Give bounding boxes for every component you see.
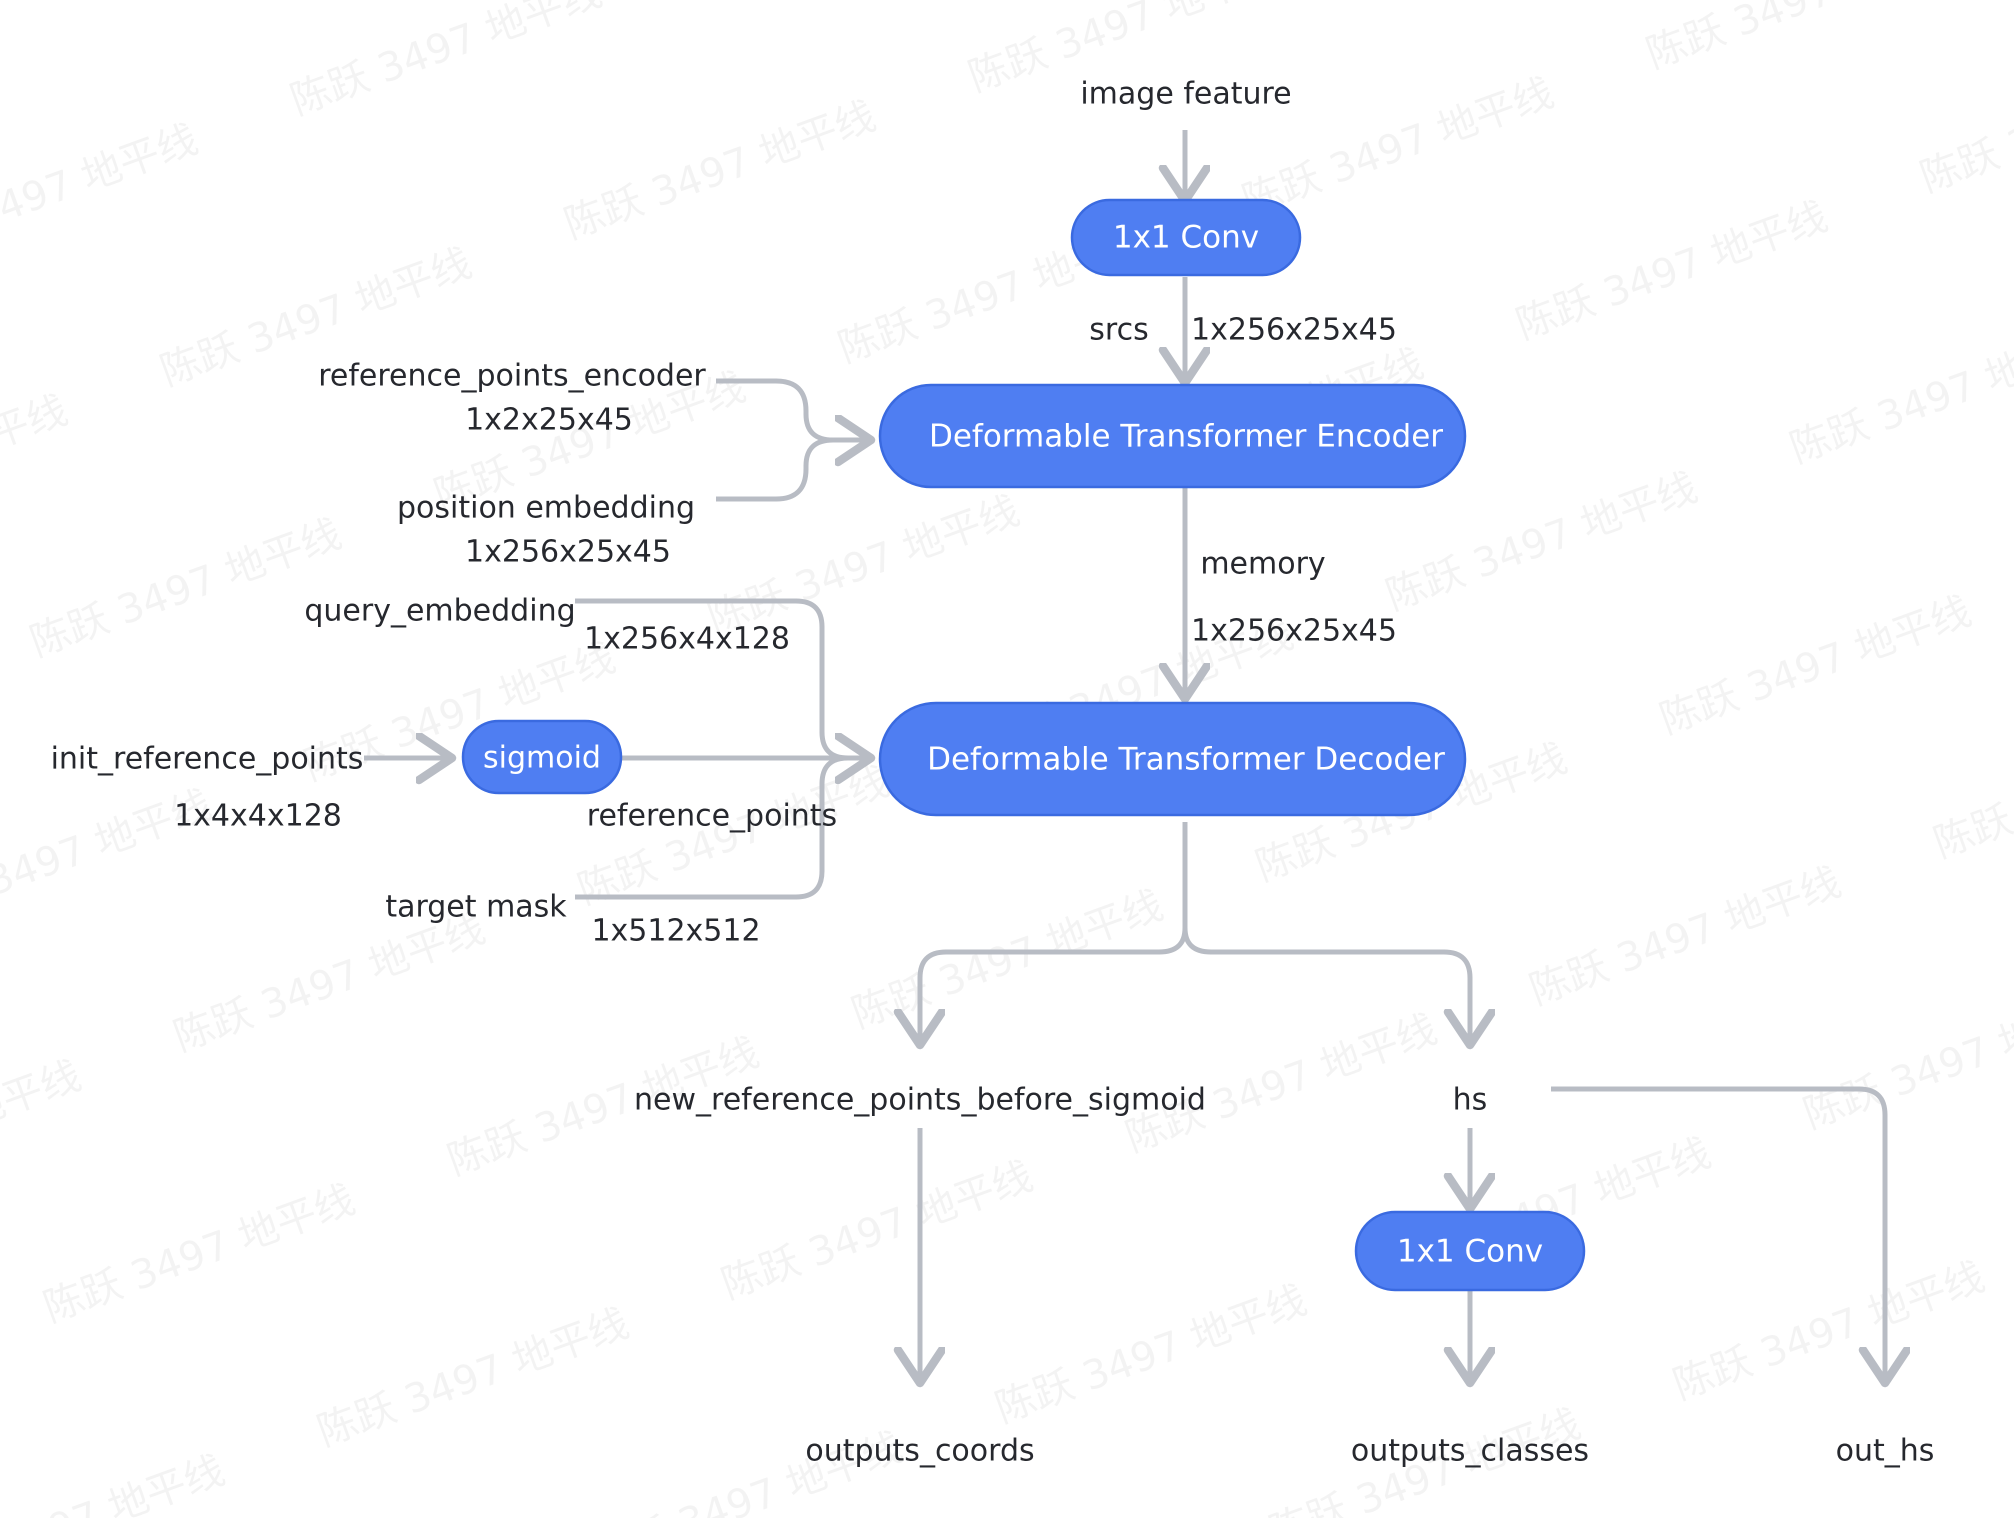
node-encoder-label: Deformable Transformer Encoder bbox=[929, 419, 1443, 455]
watermark-text: 陈跃 3497 地平线 bbox=[1914, 47, 2014, 202]
label-reference-points-encoder: reference_points_encoder bbox=[318, 359, 706, 394]
edge-queryembedding-to-decoder bbox=[575, 598, 866, 758]
edge-fork-right bbox=[1182, 927, 1470, 1040]
label-init-reference-points-shape: 1x4x4x128 bbox=[174, 799, 342, 834]
watermark-text: 陈跃 3497 地平线 bbox=[572, 759, 895, 914]
watermark-text: 陈跃 3497 地平线 bbox=[11, 0, 334, 1]
node-conv-top-label: 1x1 Conv bbox=[1113, 220, 1259, 256]
watermark-text: 陈跃 3497 地平线 bbox=[311, 1300, 634, 1455]
watermark-text: 陈跃 3497 地平线 bbox=[702, 488, 1025, 643]
watermark-text: 陈跃 3497 地平线 bbox=[1928, 712, 2014, 867]
watermark-text: 陈跃 3497 地平线 bbox=[1798, 983, 2014, 1138]
watermark-text: 陈跃 3497 地平线 bbox=[0, 116, 204, 271]
node-sigmoid-label: sigmoid bbox=[483, 741, 601, 776]
watermark-text: 陈跃 3497 地平线 bbox=[0, 1447, 231, 1518]
watermark-text: 陈跃 3497 地平线 bbox=[1640, 0, 1963, 78]
label-outputs-coords: outputs_coords bbox=[805, 1434, 1034, 1469]
label-query-embedding-shape: 1x256x4x128 bbox=[584, 622, 790, 657]
node-conv-bottom[interactable]: 1x1 Conv bbox=[1354, 1210, 1586, 1292]
label-reference-points-encoder-shape: 1x2x25x45 bbox=[465, 403, 633, 438]
edge-hs-to-ouths bbox=[1551, 1086, 1885, 1378]
label-memory: memory bbox=[1200, 547, 1325, 582]
label-query-embedding: query_embedding bbox=[304, 594, 575, 629]
watermark-text: 陈跃 3497 地平线 bbox=[716, 1153, 1039, 1308]
label-hs: hs bbox=[1453, 1083, 1488, 1118]
watermark-text: 陈跃 3497 地平线 bbox=[1524, 859, 1847, 1014]
label-out-hs: out_hs bbox=[1836, 1434, 1935, 1469]
label-target-mask-shape: 1x512x512 bbox=[591, 914, 760, 949]
watermark-text: 陈跃 3497 地平线 bbox=[168, 906, 491, 1061]
watermark-text: 陈跃 3497 地平线 bbox=[285, 0, 608, 124]
node-sigmoid[interactable]: sigmoid bbox=[461, 719, 623, 795]
node-decoder-label: Deformable Transformer Decoder bbox=[927, 742, 1445, 778]
label-position-embedding-shape: 1x256x25x45 bbox=[465, 535, 671, 570]
watermark-text: 陈跃 3497 地平线 bbox=[558, 93, 881, 248]
label-target-mask: target mask bbox=[385, 890, 567, 925]
watermark-text: 陈跃 3497 地平线 bbox=[0, 387, 74, 542]
watermark-text: 陈跃 3497 地平线 bbox=[1380, 464, 1703, 619]
watermark-text: 陈跃 3497 地平线 bbox=[1510, 194, 1833, 349]
label-image-feature: image feature bbox=[1080, 77, 1291, 112]
watermark-text: 陈跃 3497 地平线 bbox=[24, 511, 347, 666]
watermark-text: 陈跃 3497 地平线 bbox=[38, 1177, 361, 1332]
watermark-text: 陈跃 3497 地平线 bbox=[1654, 588, 1977, 743]
label-memory-shape: 1x256x25x45 bbox=[1191, 614, 1397, 649]
watermark-text: 陈跃 3497 地平线 bbox=[1784, 317, 2014, 472]
label-reference-points: reference_points bbox=[587, 799, 837, 834]
watermark-text: 陈跃 3497 地平线 bbox=[846, 882, 1169, 1037]
label-srcs: srcs bbox=[1089, 313, 1148, 348]
label-new-reference-points-before-sigmoid: new_reference_points_before_sigmoid bbox=[634, 1083, 1206, 1118]
watermark-text: 陈跃 3497 地平线 bbox=[0, 1053, 87, 1208]
edge-posembedding-to-encoder bbox=[716, 440, 866, 502]
label-position-embedding: position embedding bbox=[397, 491, 695, 526]
edges bbox=[364, 130, 1885, 1378]
watermark-text: 陈跃 3497 地平线 bbox=[989, 1277, 1312, 1432]
labels: image feature reference_points_encoder 1… bbox=[51, 77, 1935, 1469]
edge-fork-left bbox=[920, 927, 1188, 1040]
node-decoder[interactable]: Deformable Transformer Decoder bbox=[878, 701, 1467, 817]
node-conv-top[interactable]: 1x1 Conv bbox=[1070, 198, 1302, 277]
node-conv-bottom-label: 1x1 Conv bbox=[1397, 1234, 1543, 1270]
node-encoder[interactable]: Deformable Transformer Encoder bbox=[878, 383, 1467, 489]
watermark-text: 陈跃 3497 地平线 bbox=[1667, 1254, 1990, 1409]
edge-refpointsencoder-to-encoder bbox=[716, 378, 862, 443]
nodes: 1x1 Conv Deformable Transformer Encoder … bbox=[461, 198, 1586, 1292]
label-srcs-shape: 1x256x25x45 bbox=[1191, 313, 1397, 348]
edge-targetmask-to-decoder bbox=[575, 755, 862, 900]
label-outputs-classes: outputs_classes bbox=[1351, 1434, 1589, 1469]
label-init-reference-points: init_reference_points bbox=[51, 742, 364, 777]
